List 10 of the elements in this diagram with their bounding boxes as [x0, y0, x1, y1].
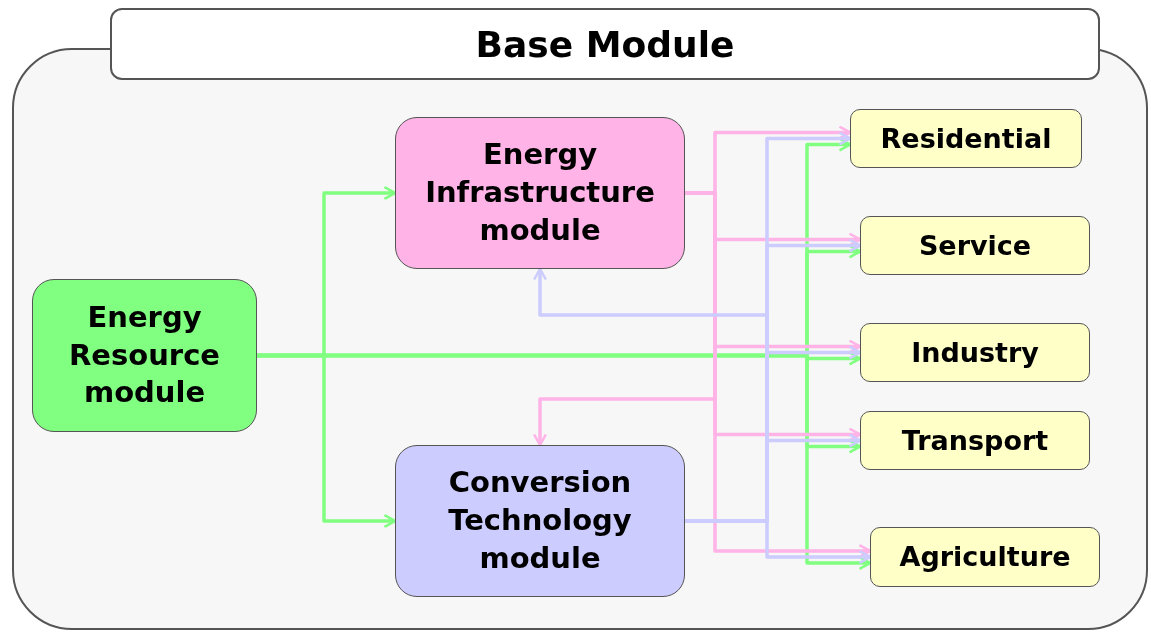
- sector-box: Agriculture: [870, 527, 1100, 587]
- module-box: Conversion Technology module: [395, 445, 685, 597]
- sector-box: Residential: [850, 109, 1082, 168]
- module-box: Energy Infrastructure module: [395, 117, 685, 269]
- connector-arrow: [685, 519, 872, 565]
- module-title: Base Module: [110, 8, 1100, 80]
- module-box: Energy Resource module: [32, 279, 257, 432]
- sector-box: Service: [860, 216, 1090, 275]
- sector-box: Industry: [860, 323, 1090, 382]
- sector-box: Transport: [860, 411, 1090, 470]
